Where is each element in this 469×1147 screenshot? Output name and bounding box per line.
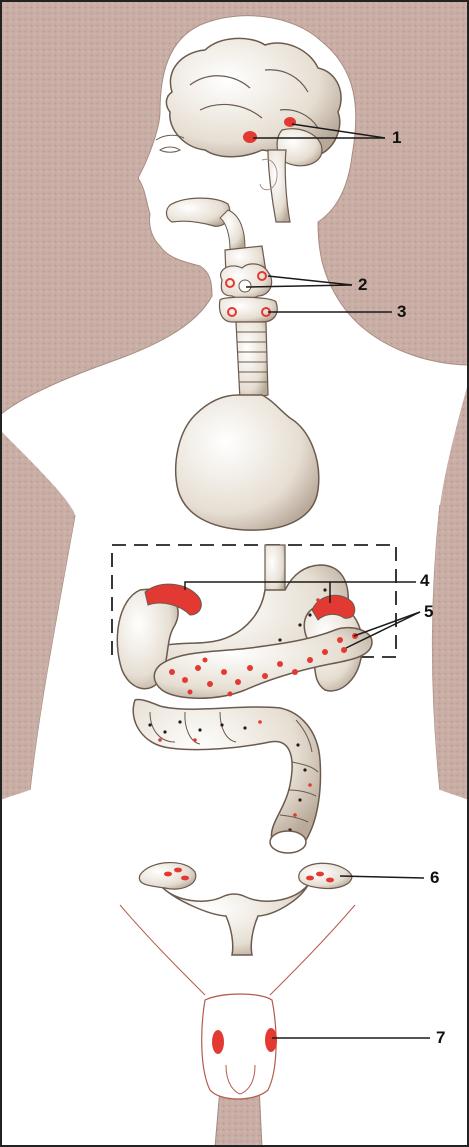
label-6: 6	[430, 868, 439, 888]
left-testis	[212, 1030, 224, 1054]
label-2: 2	[358, 275, 367, 295]
label-1: 1	[392, 128, 401, 148]
esophagus	[265, 545, 285, 595]
label-7: 7	[436, 1028, 445, 1048]
oral-cavity	[166, 198, 229, 226]
label-4: 4	[420, 571, 429, 591]
rectum-opening	[270, 831, 306, 853]
pineal-gland	[284, 117, 296, 127]
label-5: 5	[424, 602, 433, 622]
trachea	[236, 322, 268, 400]
thyroid-center	[239, 280, 251, 292]
pituitary-gland	[243, 131, 257, 143]
label-3: 3	[397, 302, 406, 322]
right-testis	[265, 1028, 277, 1052]
